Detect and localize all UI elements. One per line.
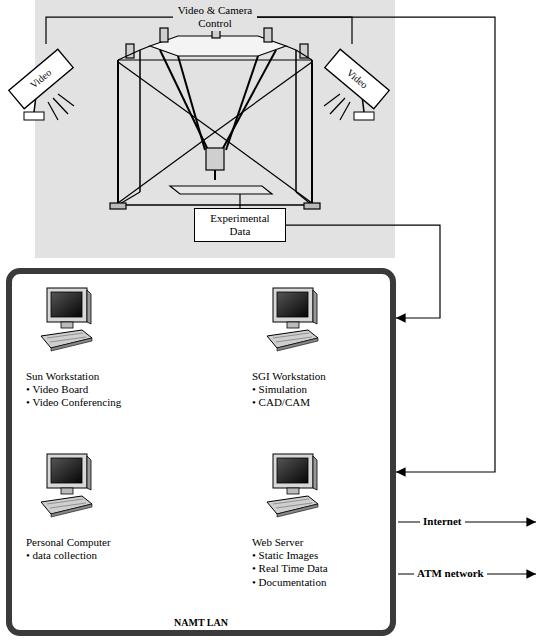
frame-top xyxy=(118,59,312,60)
computer-node: Sun Workstation• Video Board• Video Conf… xyxy=(26,286,121,410)
feature-item: • CAD/CAM xyxy=(252,396,326,409)
computer-name: Sun Workstation xyxy=(26,370,121,383)
computer-icon-shape xyxy=(267,288,318,351)
cross-braces xyxy=(118,52,312,203)
camera-body-group xyxy=(9,49,74,120)
computer-node: SGI Workstation• Simulation• CAD/CAM xyxy=(252,286,326,410)
foot xyxy=(110,203,126,209)
data-box: Experimental Data xyxy=(194,208,286,242)
frame-post xyxy=(311,60,313,205)
computer-icon xyxy=(38,452,94,520)
network-label: Internet xyxy=(420,515,465,527)
computer-icon xyxy=(264,452,320,520)
lan-boundary: NAMT LAN Sun Workstation• Video Board• Vi… xyxy=(6,268,396,636)
control-box: Video & Camera Control xyxy=(173,3,257,31)
feature-item: • Simulation xyxy=(252,383,326,396)
frame-base xyxy=(118,204,312,206)
hexapod-machine xyxy=(110,24,320,209)
light-ray xyxy=(48,102,58,120)
box-label: Experimental Data xyxy=(200,212,280,238)
computer-icon xyxy=(38,286,94,354)
computer-name: Web Server xyxy=(252,536,328,549)
computer-node: Personal Computer• data collection xyxy=(26,452,111,562)
light-ray xyxy=(340,102,350,120)
hexapod-struts xyxy=(160,50,276,150)
computer-name: Personal Computer xyxy=(26,536,111,549)
network-label: ATM network xyxy=(414,567,487,579)
computer-icon-shape xyxy=(41,454,92,517)
light-ray xyxy=(324,94,340,106)
box-label: Video & Camera Control xyxy=(176,4,254,30)
internet-arrow xyxy=(398,521,536,522)
light-ray xyxy=(58,94,74,106)
feature-item: • Documentation xyxy=(252,576,328,589)
spindle xyxy=(206,148,224,170)
foot xyxy=(304,203,320,209)
camera-mount xyxy=(24,112,44,120)
video-camera: Video xyxy=(322,44,392,124)
camera-housing xyxy=(9,49,73,109)
camera-housing xyxy=(325,49,389,109)
feature-item: • Real Time Data xyxy=(252,562,328,575)
lan-name: NAMT LAN xyxy=(12,617,390,629)
camera-body-group xyxy=(324,49,389,120)
computer-icon xyxy=(264,286,320,354)
computer-icon-shape xyxy=(41,288,92,351)
camera-mount xyxy=(354,112,374,120)
feature-item: • Video Conferencing xyxy=(26,396,121,409)
signal-connector xyxy=(257,17,352,44)
feature-item: • Static Images xyxy=(252,549,328,562)
feature-item: • Video Board xyxy=(26,383,121,396)
signal-connector xyxy=(46,17,173,44)
data-lead xyxy=(239,194,240,208)
computer-node: Web Server• Static Images• Real Time Dat… xyxy=(252,452,328,589)
feature-item: • data collection xyxy=(26,549,111,562)
computer-icon-shape xyxy=(267,454,318,517)
video-camera: Video xyxy=(6,44,76,124)
frame-post xyxy=(117,60,119,205)
lab-background xyxy=(35,0,395,258)
work-table xyxy=(170,186,272,194)
computer-name: SGI Workstation xyxy=(252,370,326,383)
